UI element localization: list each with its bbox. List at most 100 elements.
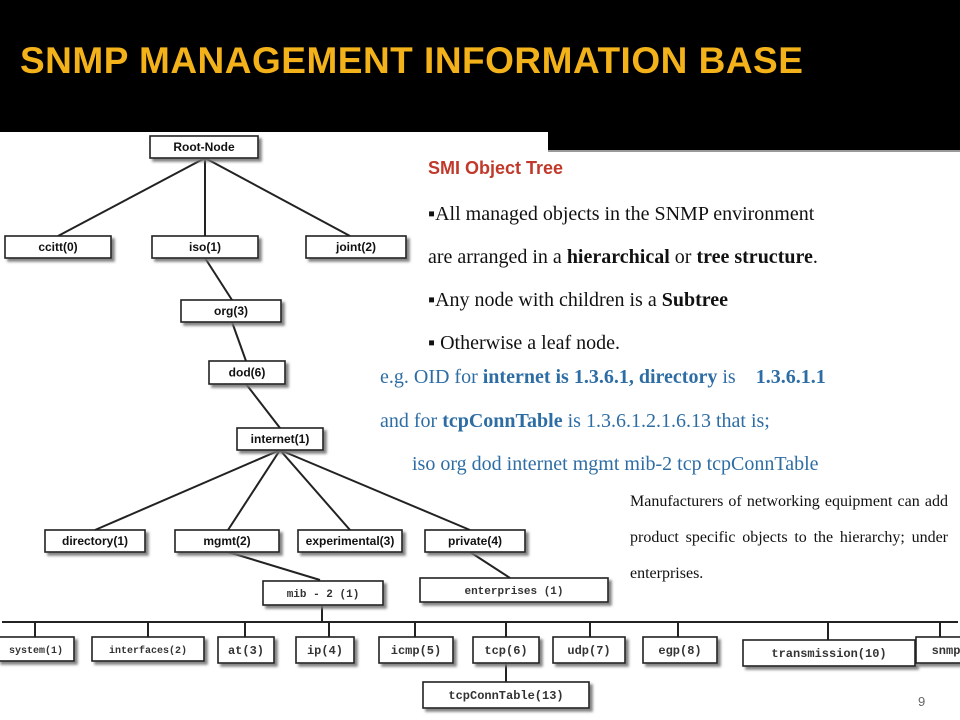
node-ccitt: ccitt(0): [4, 235, 112, 259]
node-mib2: mib - 2 (1): [262, 580, 384, 606]
node-joint: joint(2): [305, 235, 407, 259]
node-udp-label: udp(7): [567, 644, 610, 658]
eg2-oid: is 1.3.6.1.2.1.6.13 that is;: [562, 410, 770, 432]
node-internet-box: [236, 427, 324, 451]
node-at: at(3): [217, 636, 275, 664]
bullet-marker: ▪: [428, 332, 436, 354]
node-ip-box: [295, 636, 355, 664]
node-interfaces: interfaces(2): [91, 636, 205, 662]
node-org: org(3): [180, 299, 282, 323]
node-private: private(4): [424, 529, 526, 553]
node-iso-label: iso(1): [189, 240, 221, 254]
node-root-box: [149, 135, 259, 159]
node-icmp: icmp(5): [378, 636, 454, 664]
node-org-label: org(3): [214, 304, 248, 318]
node-icmp-label: icmp(5): [391, 644, 441, 658]
node-private-box: [424, 529, 526, 553]
eg1-directory-oid: 1.3.6.1.1: [755, 366, 826, 388]
node-private-label: private(4): [448, 534, 502, 548]
node-enterprises-box: [419, 577, 609, 603]
node-tcpconntable-label: tcpConnTable(13): [448, 689, 563, 703]
bullet-1-hierarchical: hierarchical: [566, 246, 670, 268]
header-divider: [548, 150, 960, 152]
node-mgmt-label: mgmt(2): [203, 534, 250, 548]
node-snmp-box: [915, 636, 960, 664]
node-experimental-box: [297, 529, 403, 553]
slide-title: SNMP MANAGEMENT INFORMATION BASE: [20, 40, 804, 81]
node-dod-box: [208, 360, 286, 385]
node-iso-box: [151, 235, 259, 259]
bullet-1-tree-structure: tree structure: [696, 246, 813, 268]
node-ccitt-label: ccitt(0): [38, 240, 77, 254]
node-transmission: transmission(10): [742, 639, 916, 667]
page-number: 9: [918, 694, 926, 709]
bullet-1-line-1: All managed objects in the SNMP environm…: [435, 203, 815, 225]
node-tcpconntable-box: [422, 681, 590, 709]
node-transmission-box: [742, 639, 916, 667]
node-iso: iso(1): [151, 235, 259, 259]
node-interfaces-box: [91, 636, 205, 662]
bullet-marker: ▪: [428, 203, 436, 225]
node-experimental-label: experimental(3): [306, 534, 395, 548]
node-system-box: [0, 636, 75, 662]
tree-nodes: Root-Node ccitt(0) iso(1) joint(2) org(3) dod…: [0, 135, 960, 709]
bullet-1-text-or: or: [669, 246, 697, 268]
example-line-1: e.g. OID for internet is 1.3.6.1, direct…: [380, 366, 826, 389]
bullet-3-text: Otherwise a leaf node.: [435, 332, 621, 354]
node-system-label: system(1): [9, 645, 63, 657]
node-udp: udp(7): [552, 636, 626, 664]
node-mib2-label: mib - 2 (1): [287, 589, 360, 601]
node-root: Root-Node: [149, 135, 259, 159]
node-joint-box: [305, 235, 407, 259]
node-mib2-box: [262, 580, 384, 606]
bullet-1-period: .: [812, 246, 818, 268]
node-enterprises-label: enterprises (1): [464, 586, 563, 598]
node-mgmt-box: [174, 529, 280, 553]
node-udp-box: [552, 636, 626, 664]
node-ccitt-box: [4, 235, 112, 259]
node-tcp-box: [472, 636, 540, 664]
bullet-subtree: ▪Any node with children is a Subtree: [428, 289, 728, 312]
node-dod: dod(6): [208, 360, 286, 385]
bullet-hierarchy: ▪All managed objects in the SNMP environ…: [428, 203, 814, 226]
bullet-1-text-a: are arranged in a: [428, 246, 567, 268]
node-root-label: Root-Node: [173, 140, 235, 154]
smi-object-tree-heading: SMI Object Tree: [428, 158, 564, 178]
title-bar: SNMP MANAGEMENT INFORMATION BASE: [0, 0, 960, 132]
bullet-2-text: Any node with children is a: [435, 289, 662, 311]
node-tcpconntable: tcpConnTable(13): [422, 681, 590, 709]
node-snmp-label: snmp: [932, 644, 960, 658]
node-at-box: [217, 636, 275, 664]
node-mgmt: mgmt(2): [174, 529, 280, 553]
node-joint-label: joint(2): [335, 240, 376, 254]
node-internet: internet(1): [236, 427, 324, 451]
node-egp: egp(8): [642, 636, 718, 664]
eg1-internet-oid: internet is 1.3.6.1, directory: [482, 366, 718, 388]
node-directory-box: [44, 529, 146, 553]
node-tcp: tcp(6): [472, 636, 540, 664]
node-dod-label: dod(6): [229, 366, 266, 380]
node-enterprises: enterprises (1): [419, 577, 609, 603]
node-at-label: at(3): [228, 644, 264, 658]
node-transmission-label: transmission(10): [771, 647, 886, 661]
bullet-leaf-node: ▪ Otherwise a leaf node.: [428, 332, 620, 355]
tree-connectors: [2, 157, 958, 682]
node-snmp: snmp: [915, 636, 960, 664]
example-line-2: and for tcpConnTable is 1.3.6.1.2.1.6.13…: [380, 410, 770, 433]
node-tcp-label: tcp(6): [484, 644, 527, 658]
node-org-box: [180, 299, 282, 323]
eg1-is: is: [717, 366, 741, 388]
bullet-marker: ▪: [428, 289, 436, 311]
eg2-tcpconntable: tcpConnTable: [442, 410, 563, 432]
node-directory: directory(1): [44, 529, 146, 553]
node-system: system(1): [0, 636, 75, 662]
header-notch: [548, 132, 960, 150]
eg2-prefix: and for: [380, 410, 443, 432]
node-icmp-box: [378, 636, 454, 664]
example-line-3: iso org dod internet mgmt mib-2 tcp tcpC…: [412, 453, 819, 475]
bullet-hierarchy-continuation: are arranged in a hierarchical or tree s…: [428, 246, 818, 269]
node-interfaces-label: interfaces(2): [109, 645, 187, 657]
manufacturers-note: Manufacturers of networking equipment ca…: [630, 493, 948, 582]
node-directory-label: directory(1): [62, 534, 128, 548]
